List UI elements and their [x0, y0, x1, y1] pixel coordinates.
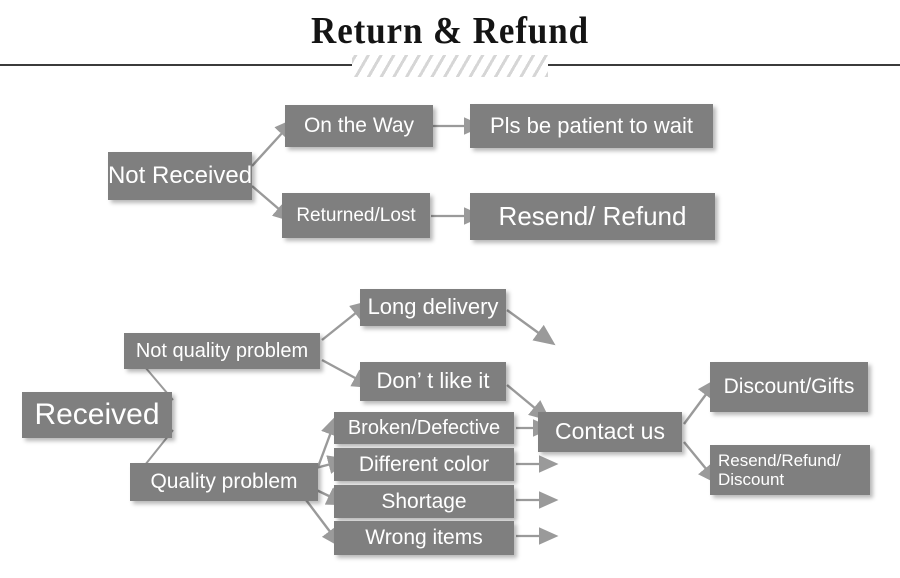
node-label: Long delivery: [367, 294, 499, 320]
node-contact-us[interactable]: Contact us: [538, 412, 682, 452]
node-label: Pls be patient to wait: [489, 112, 693, 138]
node-different-color[interactable]: Different color: [334, 448, 514, 481]
node-not-quality-problem[interactable]: Not quality problem: [124, 333, 320, 369]
node-quality-problem[interactable]: Quality problem: [130, 463, 318, 501]
node-returned-lost[interactable]: Returned/Lost: [282, 193, 430, 238]
node-label: Received: [34, 398, 160, 432]
node-label: Don’ t like it: [376, 368, 490, 394]
node-shortage[interactable]: Shortage: [334, 485, 514, 518]
node-long-delivery[interactable]: Long delivery: [360, 289, 506, 326]
node-label: Contact us: [555, 418, 665, 445]
node-on-the-way[interactable]: On the Way: [285, 105, 433, 147]
node-label: Wrong items: [365, 526, 483, 550]
divider-rule-right: [548, 64, 900, 66]
diagonal-hatch-divider-icon: [352, 55, 548, 77]
node-resend-refund-discount[interactable]: Resend/Refund/ Discount: [710, 445, 870, 495]
node-broken-defective[interactable]: Broken/Defective: [334, 412, 514, 444]
node-label: Shortage: [381, 489, 467, 513]
node-label: Different color: [358, 452, 490, 476]
node-label: Not quality problem: [135, 339, 309, 362]
node-received[interactable]: Received: [22, 392, 172, 438]
node-wrong-items[interactable]: Wrong items: [334, 521, 514, 555]
node-dont-like-it[interactable]: Don’ t like it: [360, 362, 506, 401]
node-resend-refund[interactable]: Resend/ Refund: [470, 193, 715, 240]
node-label: On the Way: [303, 114, 415, 138]
node-label: Discount/Gifts: [723, 375, 855, 399]
node-label: Not Received: [107, 161, 253, 189]
node-label: Broken/Defective: [347, 416, 501, 439]
node-label: Resend/Refund/ Discount: [718, 450, 841, 489]
page-title: Return & Refund: [311, 10, 589, 52]
node-label: Resend/ Refund: [498, 200, 687, 231]
node-label: Returned/Lost: [296, 204, 416, 226]
divider-rule-left: [0, 64, 352, 66]
node-discount-gifts[interactable]: Discount/Gifts: [710, 362, 868, 412]
node-pls-be-patient-to-wait[interactable]: Pls be patient to wait: [470, 104, 713, 148]
node-not-received[interactable]: Not Received: [108, 152, 252, 200]
node-label: Quality problem: [150, 470, 298, 494]
